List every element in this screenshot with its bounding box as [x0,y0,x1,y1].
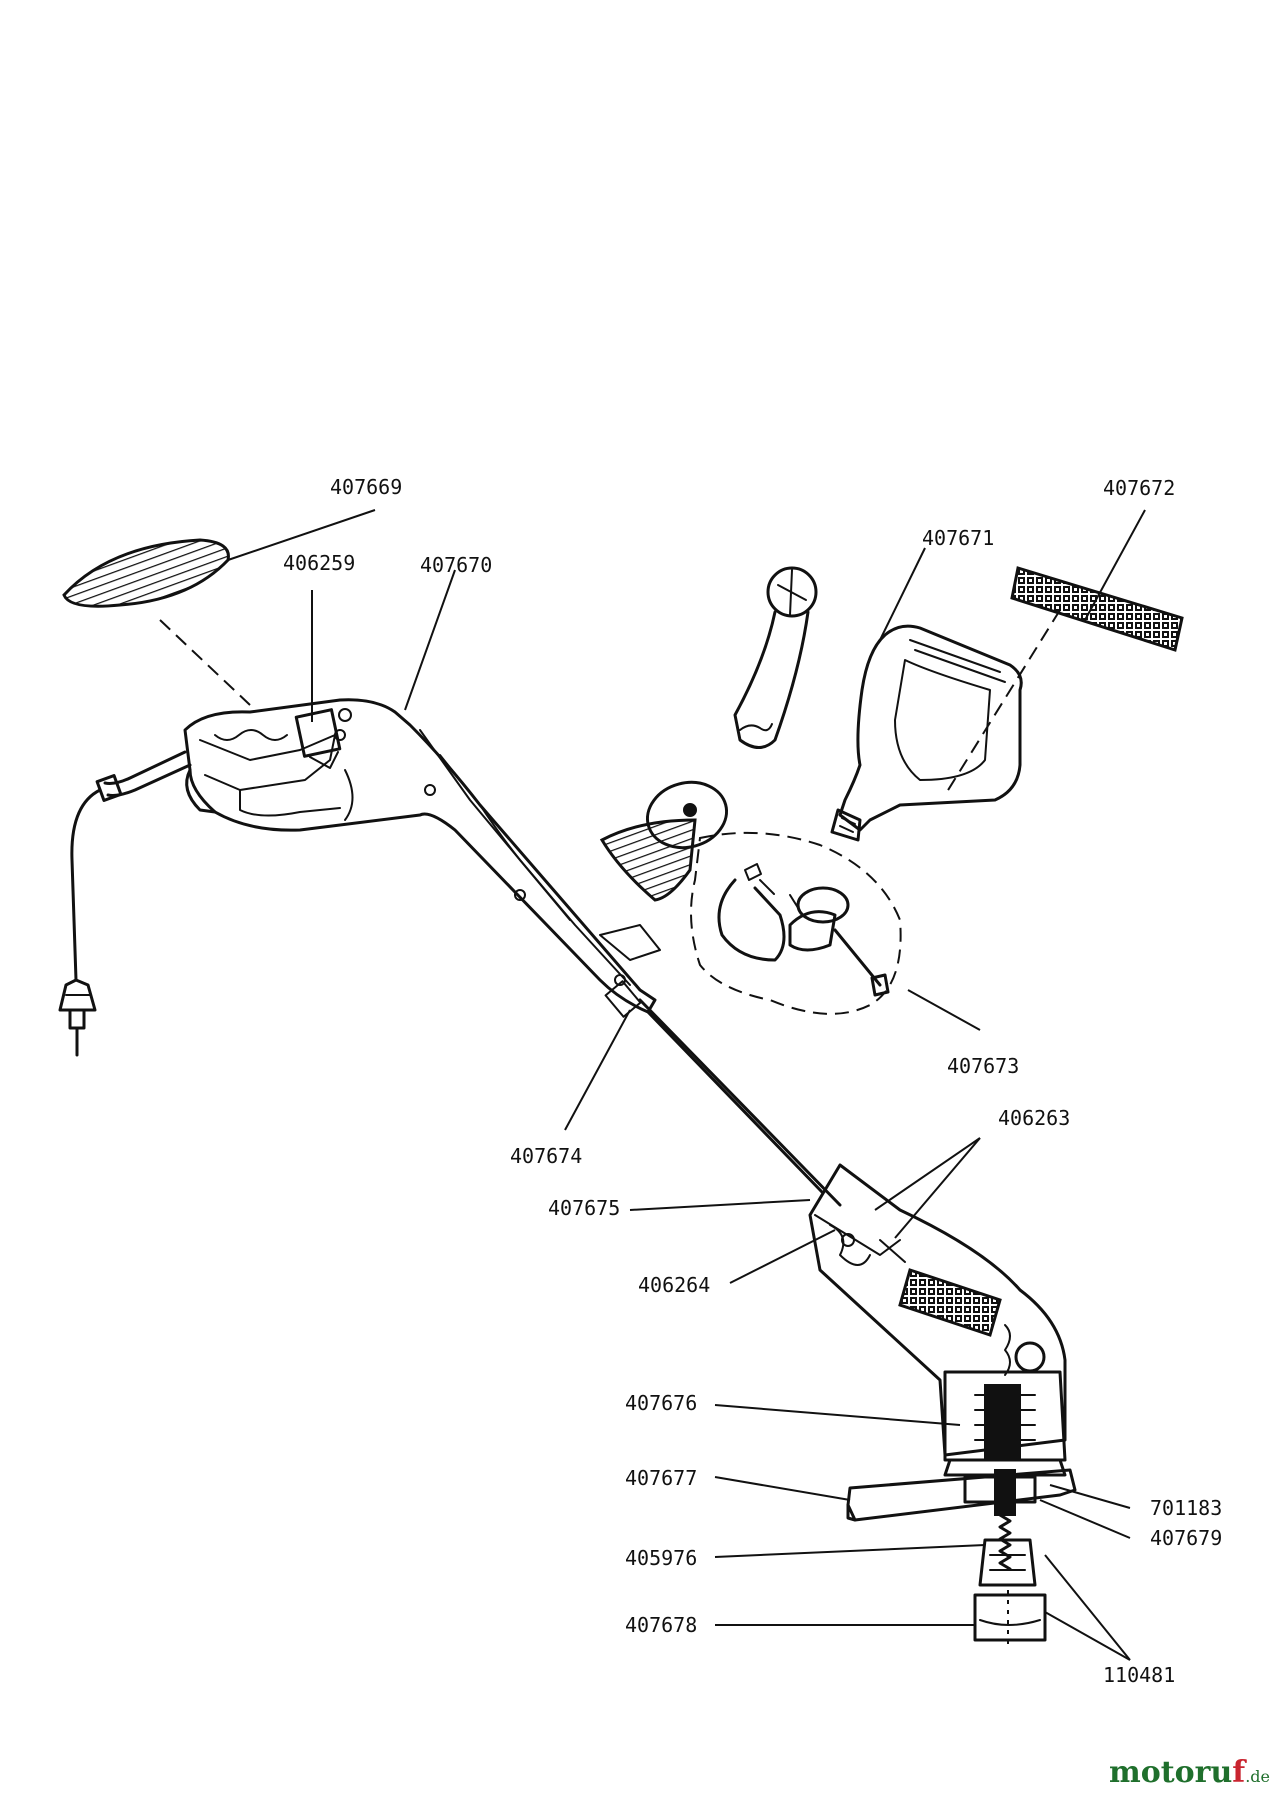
part-407669-cover [62,538,251,706]
label-407669: 407669 [330,475,402,499]
part-407672-grip [1010,566,1184,652]
part-labels: 407669 406259 407670 407671 407672 40767… [283,475,1222,1687]
guard-and-spool [846,1468,1077,1645]
part-407673-clamp-set [690,831,981,1031]
watermark-brand-mark: f [1232,1755,1246,1790]
label-701183: 701183 [1150,1496,1222,1520]
trimmer-shaft [599,924,842,1207]
handle-housing [183,698,657,1014]
power-cord [58,750,192,1057]
watermark-brand: motoru [1109,1755,1233,1790]
label-406259: 406259 [283,551,355,575]
watermark-tld: .de [1245,1767,1270,1786]
label-407671: 407671 [922,526,994,550]
label-407670: 407670 [420,553,492,577]
label-407674: 407674 [510,1144,582,1168]
bracket-and-wheel [599,566,818,902]
label-406263: 406263 [998,1106,1070,1130]
label-407677: 407677 [625,1466,697,1490]
label-407678: 407678 [625,1613,697,1637]
label-407673: 407673 [947,1054,1019,1078]
label-405976: 405976 [625,1546,697,1570]
label-407675: 407675 [548,1196,620,1220]
part-407671-aux-handle [830,609,1061,842]
leader-lines [227,509,1146,1661]
label-407679: 407679 [1150,1526,1222,1550]
label-407676: 407676 [625,1391,697,1415]
label-406264: 406264 [638,1273,710,1297]
motoruf-watermark: motoruf.de [1109,1755,1270,1790]
motor-head [808,1163,1067,1477]
label-407672: 407672 [1103,476,1175,500]
label-110481: 110481 [1103,1663,1175,1687]
